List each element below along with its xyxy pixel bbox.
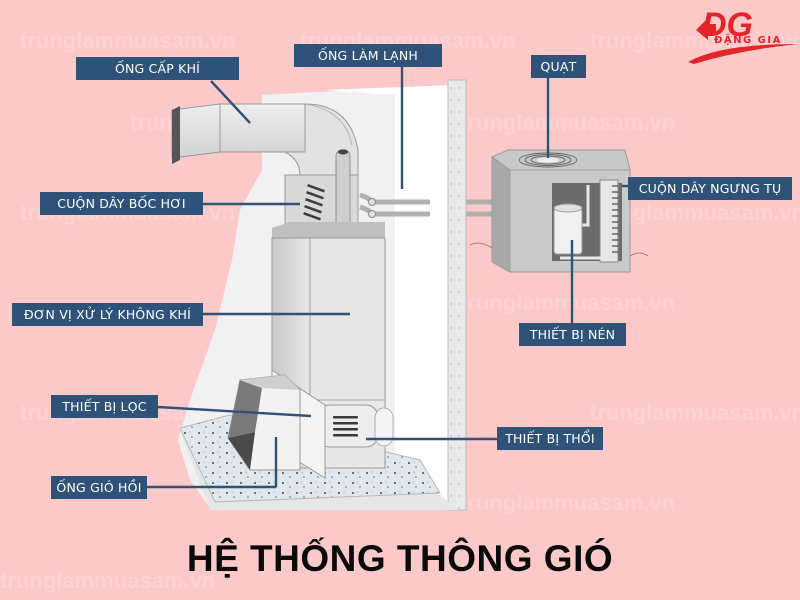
compressor (553, 207, 583, 255)
brand-logo: DG (680, 4, 800, 66)
diagram-title: HỆ THỐNG THÔNG GIÓ (186, 538, 614, 579)
exterior-wall (447, 79, 467, 511)
label-fan: QUẠT (531, 55, 586, 78)
label-return-duct: ỐNG GIÓ HỒI (51, 476, 147, 499)
condenser-fins (612, 185, 618, 253)
label-condenser-coil: CUỘN DÂY NGƯNG TỤ (628, 177, 792, 200)
label-blower: THIẾT BỊ THỔI (497, 427, 603, 450)
dg-logo-icon: DG (688, 6, 798, 64)
brand-name: ĐẶNG GIA (714, 35, 782, 46)
watermark: trunglammuasam.vn (0, 568, 216, 593)
blower-vents (333, 416, 358, 437)
watermark: trunglammuasam.vn (20, 28, 236, 53)
leader-lines (146, 66, 630, 489)
evaporator-coil-grille (303, 184, 325, 221)
label-supply-duct: ỐNG CẤP KHÍ (76, 57, 239, 80)
watermark: trunglammuasam.vn (460, 290, 676, 315)
watermark: trunglammuasam.vn (590, 28, 800, 53)
watermark: trunglammuasam.vn (590, 400, 800, 425)
label-filter: THIẾT BỊ LỌC (51, 395, 158, 418)
condenser-top (490, 149, 631, 171)
label-air-handler: ĐƠN VỊ XỬ LÝ KHÔNG KHÍ (12, 303, 203, 326)
label-evaporator-coil: CUỘN DÂY BỐC HƠI (40, 192, 203, 215)
watermark: trunglammuasam.vn (460, 490, 676, 515)
label-refrigerant-line: ỐNG LÀM LẠNH (294, 44, 442, 67)
watermark: trunglammuasam.vn (460, 110, 676, 135)
blower (317, 404, 379, 448)
label-compressor: THIẾT BỊ NÉN (519, 323, 626, 346)
